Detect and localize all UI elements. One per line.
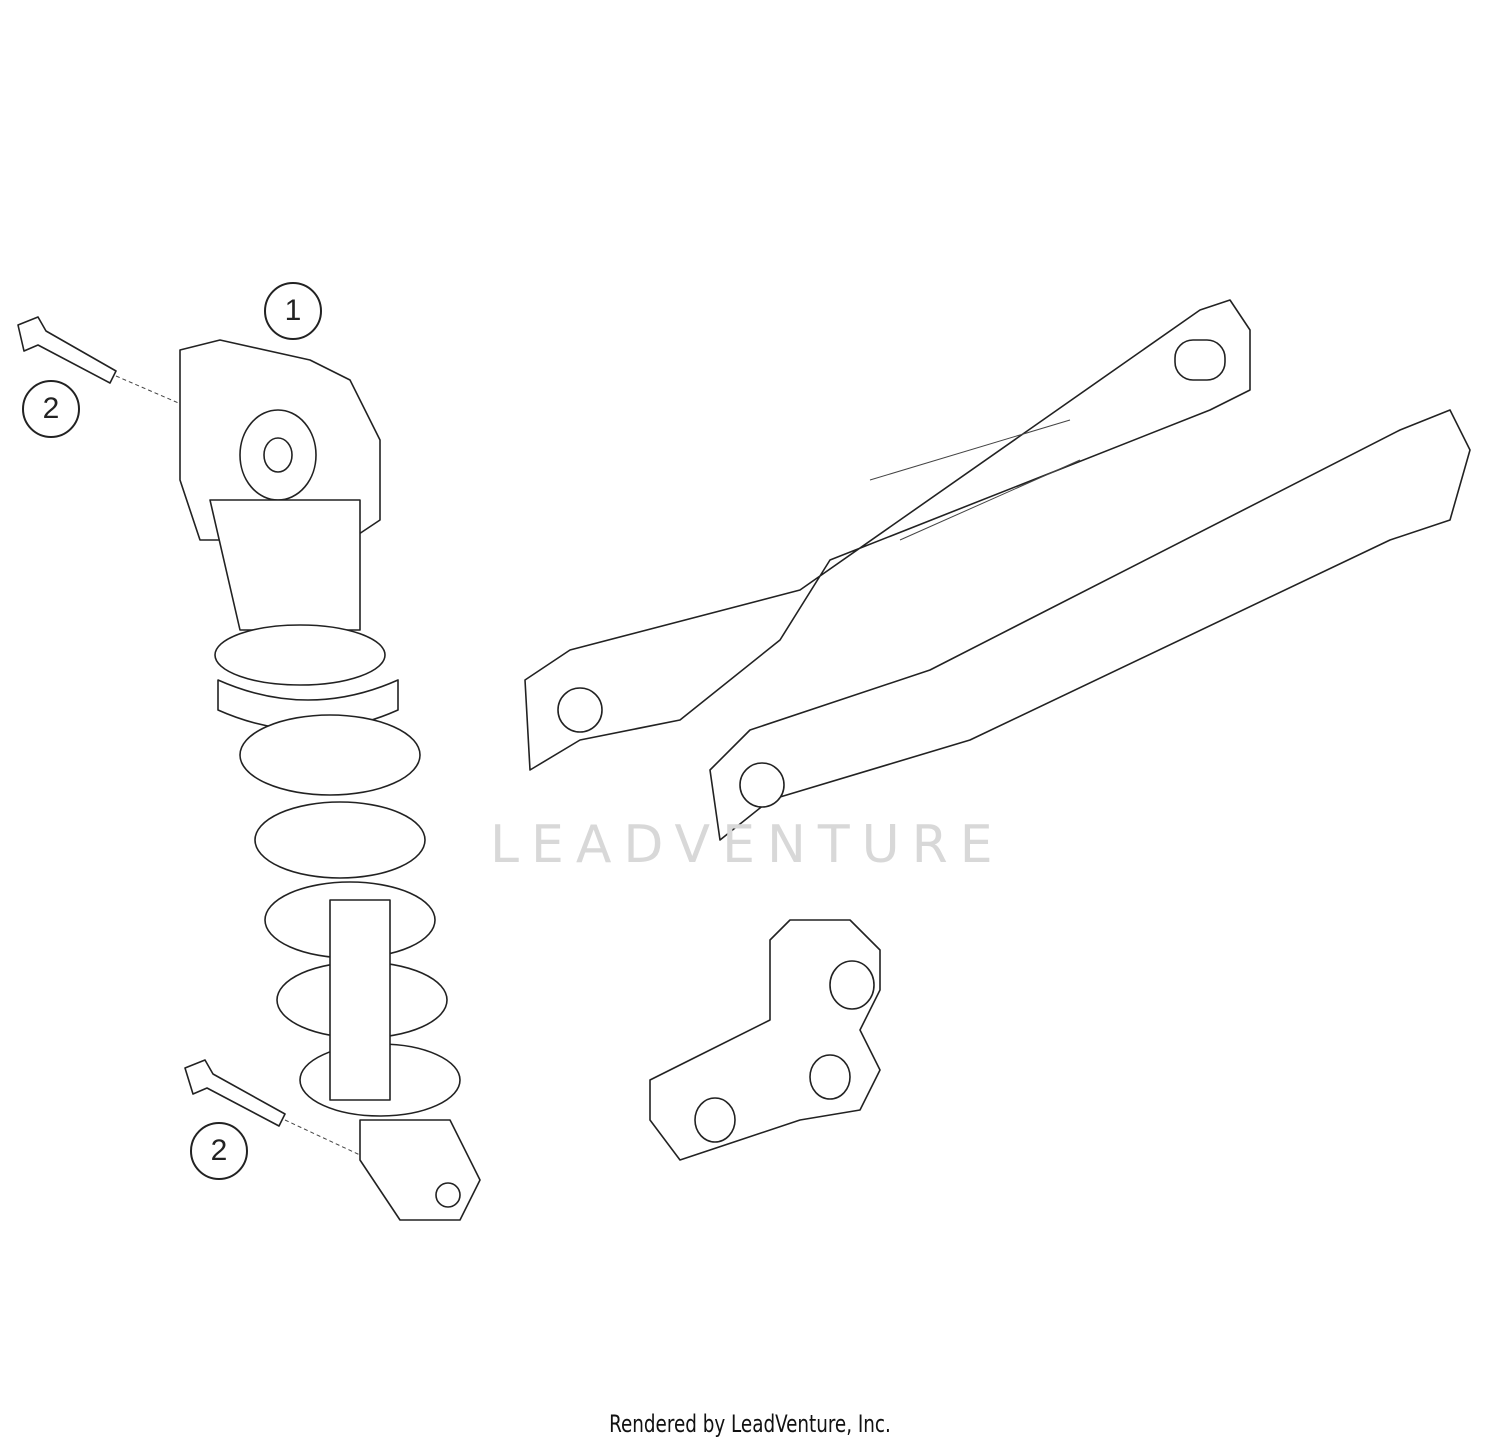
footer-credit: Rendered by LeadVenture, Inc. bbox=[609, 1410, 891, 1438]
linkage bbox=[649, 919, 881, 1161]
watermark: LEADVENTURE bbox=[490, 815, 1005, 875]
callout-2-upper[interactable]: 2 bbox=[22, 380, 80, 438]
swingarm bbox=[524, 299, 1471, 841]
callout-2-lower[interactable]: 2 bbox=[190, 1122, 248, 1180]
callout-label: 2 bbox=[210, 1134, 228, 1167]
callout-label: 2 bbox=[42, 392, 60, 425]
lower-bolt bbox=[184, 1059, 361, 1156]
callout-1[interactable]: 1 bbox=[264, 282, 322, 340]
callout-label: 1 bbox=[284, 294, 302, 327]
upper-bolt bbox=[17, 316, 191, 409]
shock-absorber bbox=[179, 339, 481, 1221]
